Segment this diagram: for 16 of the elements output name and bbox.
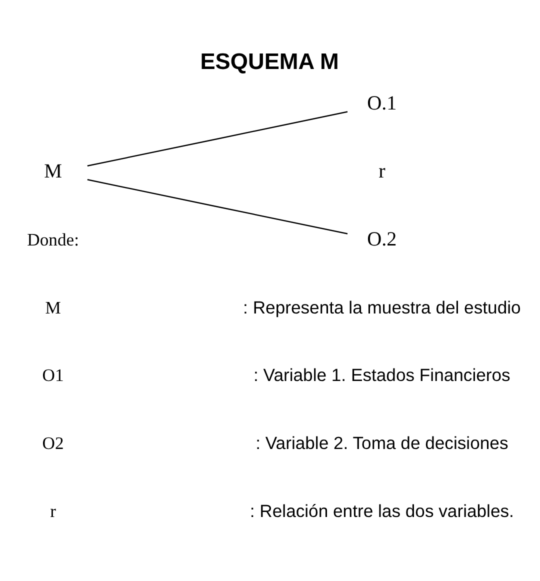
label: Donde:: [27, 228, 79, 249]
label: r: [378, 160, 386, 182]
label: M: [45, 296, 61, 317]
connector: [87, 110, 348, 166]
diagram-title: ESQUEMA M: [200, 48, 339, 74]
label: : Variable 2. Toma de decisiones: [256, 432, 508, 453]
node-text: O.1: [367, 92, 397, 114]
label: O2: [42, 432, 64, 453]
label: O1: [42, 364, 64, 385]
node-text: O.2: [367, 228, 397, 250]
connector: [87, 178, 348, 234]
label: : Relación entre las dos variables.: [250, 500, 514, 520]
label: : Variable 1. Estados Financieros: [253, 364, 510, 385]
node-text: M: [44, 160, 62, 182]
label: : Representa la muestra del estudio: [243, 296, 521, 317]
label: r: [50, 500, 56, 520]
